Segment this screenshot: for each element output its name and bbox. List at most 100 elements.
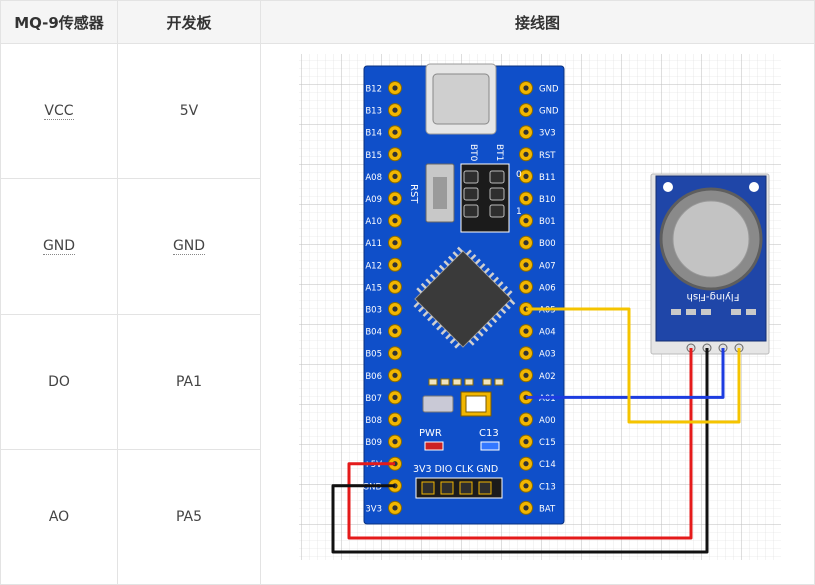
right-pin-label: C13 [539,482,556,492]
smd-led [428,378,438,386]
right-pin-label: B00 [539,239,556,249]
right-pin-hole [523,85,529,91]
row-2-board: GND [117,178,261,315]
right-pin-hole [523,505,529,511]
left-pin-label: A10 [365,217,382,227]
mcu-pin [483,267,490,274]
left-pin-label: B15 [365,151,382,161]
right-pin-label: A04 [539,328,556,338]
right-pin-label: C14 [539,460,556,470]
left-pin-hole [392,439,398,445]
wiring-diagram: B12B13B14B15A08A09A10A11A12A15B03B04B05B… [299,54,781,560]
left-pin-label: A11 [365,239,382,249]
right-pin-label: A03 [539,350,556,360]
left-pin-hole [392,306,398,312]
sensor-smd [746,309,756,315]
mcu-pin [438,264,445,271]
right-pin-label: BAT [539,504,556,514]
left-pin-label: A08 [365,173,382,183]
mcu-pin [492,276,499,283]
mcu-pin [504,303,511,310]
right-pin-hole [523,372,529,378]
mcu-pin [434,269,441,276]
left-pin-hole [392,151,398,157]
left-pin-hole [392,218,398,224]
row-4-sensor: AO [0,448,118,585]
swd-header-pin [459,481,473,495]
right-pin-label: GND [539,107,559,117]
right-pin-hole [523,195,529,202]
mcu-pin [436,324,443,331]
sensor-mount-hole [749,182,759,192]
header-sensor: MQ-9传感器 [0,0,118,44]
right-pin-label: A02 [539,372,556,382]
bt-label-zero: 0 [516,170,522,180]
sensor-smd [686,309,696,315]
mcu-pin [445,333,452,340]
mcu-pin [495,312,502,319]
row-2-sensor: GND [0,178,118,315]
crystal [422,395,454,413]
right-pin-label: 3V3 [539,129,556,139]
left-pin-hole [392,262,398,268]
mcu-pin [413,301,420,308]
mcu-pin [474,258,481,265]
left-pin-label: A09 [365,195,382,205]
swd-header-pin [478,481,492,495]
mcu-pin [488,272,495,279]
mcu-pin [452,251,459,258]
sensor-mount-hole [663,182,673,192]
left-pin-hole [392,240,398,246]
rst-label: RST [408,184,419,204]
right-pin-hole [523,328,529,334]
mcu-pin [431,319,438,326]
right-pin-label: A07 [539,261,556,271]
wires [331,307,741,554]
mcu-pin [502,285,509,292]
bt0-label: BT0 [468,144,478,162]
usb-c-inner [432,73,490,125]
dev-board: B12B13B14B15A08A09A10A11A12A15B03B04B05B… [363,63,565,525]
right-pin-label: B10 [539,195,556,205]
right-pin-hole [523,218,529,224]
mcu-pin [491,317,498,324]
left-pin-hole [392,195,398,202]
right-pin-hole [523,483,529,489]
mcu-pin [465,249,472,256]
left-pin-label: B08 [365,416,382,426]
smd-led [440,378,450,386]
row-1-board: 5V [117,42,261,180]
wire-do-blue [526,348,725,399]
left-pin-label: B04 [365,328,382,338]
header-diagram: 接线图 [260,0,815,44]
mcu-pin [479,263,486,270]
row-4-board: PA5 [117,448,261,585]
smd-led [464,378,474,386]
mcu-pin [440,328,447,335]
left-pin-label: A12 [365,261,382,271]
c13-label: C13 [479,428,499,439]
left-pin-hole [392,85,398,91]
right-pin-hole [523,240,529,246]
mcu-pin [454,342,461,349]
wire-vcc-red [347,348,693,540]
boot-jumper-pin [489,170,505,184]
mcu-pin [486,321,493,328]
left-pin-hole [392,107,398,113]
left-pin-hole [392,328,398,334]
board-pin-gnd: GND [172,238,206,256]
right-pin-hole [523,284,529,290]
mcu-pin [447,255,454,262]
swd-header-pin [440,481,454,495]
right-pin-hole [523,461,529,467]
mcu-pin [425,278,432,285]
left-pin-label: B14 [365,129,382,139]
left-pin-label: B06 [365,372,382,382]
gas-sensor-mesh [672,200,750,278]
boot-jumper-pin [489,204,505,218]
mcu-pin [500,308,507,315]
flying-fish-label: Flying-Fish [687,291,740,302]
right-pin-label: C15 [539,438,556,448]
right-pin-hole [523,151,529,157]
